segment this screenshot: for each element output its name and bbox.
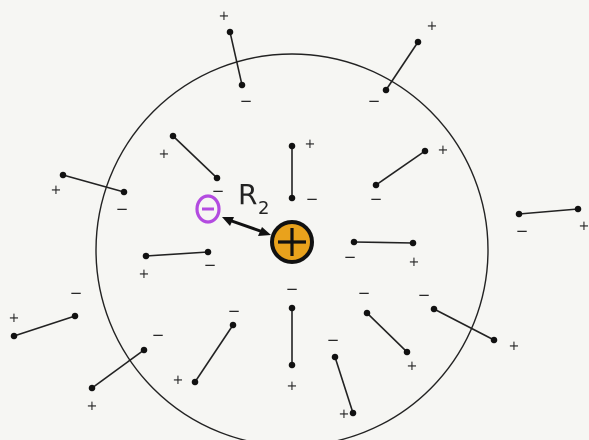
dipole-minus-sign: − [368,92,381,110]
dipole-minus-sign: − [344,248,357,266]
dipole-plus-sign: + [438,143,449,158]
water-dipole: +− [51,172,129,218]
distance-arrow: R 2 [222,178,271,236]
dipole-plus-sign: + [173,373,184,388]
dipole-minus-sign: − [370,190,383,208]
dipole-plus-sign: + [509,339,520,354]
dipole-end-dot [431,306,438,313]
dipole-plus-sign: + [9,311,20,326]
dipole-end-dot [227,29,234,36]
dipole-bond [146,252,208,256]
dipole-end-dot [289,195,296,202]
water-dipole: +− [358,284,418,374]
dipole-end-dot [351,239,358,246]
dipole-bond [14,316,75,336]
dipole-end-dot [383,87,390,94]
dipole-plus-sign: + [87,399,98,414]
dipole-end-dot [289,143,296,150]
water-dipole: +− [327,331,357,422]
distance-label: R [238,178,257,211]
dipole-end-dot [121,189,128,196]
dipole-end-dot [141,347,148,354]
water-dipole: +− [368,19,438,110]
dipole-end-dot [332,354,339,361]
dipole-end-dot [516,211,523,218]
dipole-plus-sign: + [219,9,230,24]
dipole-end-dot [89,385,96,392]
water-dipole: +− [139,249,217,282]
dipole-minus-sign: − [228,302,241,320]
dipole-end-dot [192,379,199,386]
dipole-bond [519,209,578,214]
dipole-bond [173,136,217,178]
dipole-bond [230,32,242,85]
dipole-plus-sign: + [305,137,316,152]
dipole-group: +−+−+−+−+−+−+−+−+−+−+−+−+−+−+−+− [9,9,589,422]
water-dipole: +− [9,284,83,339]
water-dipole: +− [286,280,299,394]
dipole-end-dot [289,362,296,369]
dipole-bond [376,151,425,185]
dipole-end-dot [11,333,18,340]
water-dipole: +− [173,302,241,388]
dipole-bond [195,325,233,382]
dipole-minus-sign: − [240,92,253,110]
dipole-bond [63,175,124,192]
dipole-minus-sign: − [327,331,340,349]
dipole-end-dot [422,148,429,155]
dipole-end-dot [404,349,411,356]
dipole-plus-sign: + [287,379,298,394]
dipole-minus-sign: − [418,286,431,304]
dipole-end-dot [60,172,67,179]
dipole-plus-sign: + [409,255,420,270]
water-dipole: +− [370,143,449,208]
dipole-plus-sign: + [427,19,438,34]
dipole-plus-sign: + [139,267,150,282]
dipole-minus-sign: − [152,326,165,344]
dipole-end-dot [575,206,582,213]
dipole-end-dot [415,39,422,46]
dipole-minus-sign: − [306,190,319,208]
dipole-bond [386,42,418,90]
dipole-end-dot [239,82,246,89]
dipole-end-dot [364,310,371,317]
dipole-end-dot [410,240,417,247]
water-dipole: +− [344,239,420,270]
dipole-plus-sign: + [407,359,418,374]
dipole-minus-sign: − [516,222,529,240]
dipole-end-dot [170,133,177,140]
dipole-minus-sign: − [70,284,83,302]
water-dipole: +− [87,326,165,414]
dipole-end-dot [205,249,212,256]
central-cation [272,222,312,262]
dipole-minus-sign: − [286,280,299,298]
dipole-end-dot [143,253,150,260]
dipole-end-dot [373,182,380,189]
dipole-minus-sign: − [358,284,371,302]
water-dipole: +− [289,137,319,208]
dipole-end-dot [230,322,237,329]
dipole-plus-sign: + [51,183,62,198]
dipole-plus-sign: + [579,219,589,234]
water-dipole: +− [159,133,225,200]
dipole-plus-sign: + [159,147,170,162]
dipole-bond [434,309,494,340]
dipole-end-dot [214,175,221,182]
distance-label-subscript: 2 [258,198,269,219]
dipole-end-dot [491,337,498,344]
dipole-minus-sign: − [116,200,129,218]
anion [197,196,219,222]
dipole-bond [335,357,353,413]
dipole-bond [354,242,413,243]
dipole-plus-sign: + [339,407,350,422]
water-dipole: +− [516,206,589,240]
dipole-end-dot [350,410,357,417]
water-dipole: +− [418,286,520,354]
dipole-end-dot [72,313,79,320]
dipole-minus-sign: − [204,256,217,274]
dipole-end-dot [289,305,296,312]
dipole-bond [367,313,407,352]
